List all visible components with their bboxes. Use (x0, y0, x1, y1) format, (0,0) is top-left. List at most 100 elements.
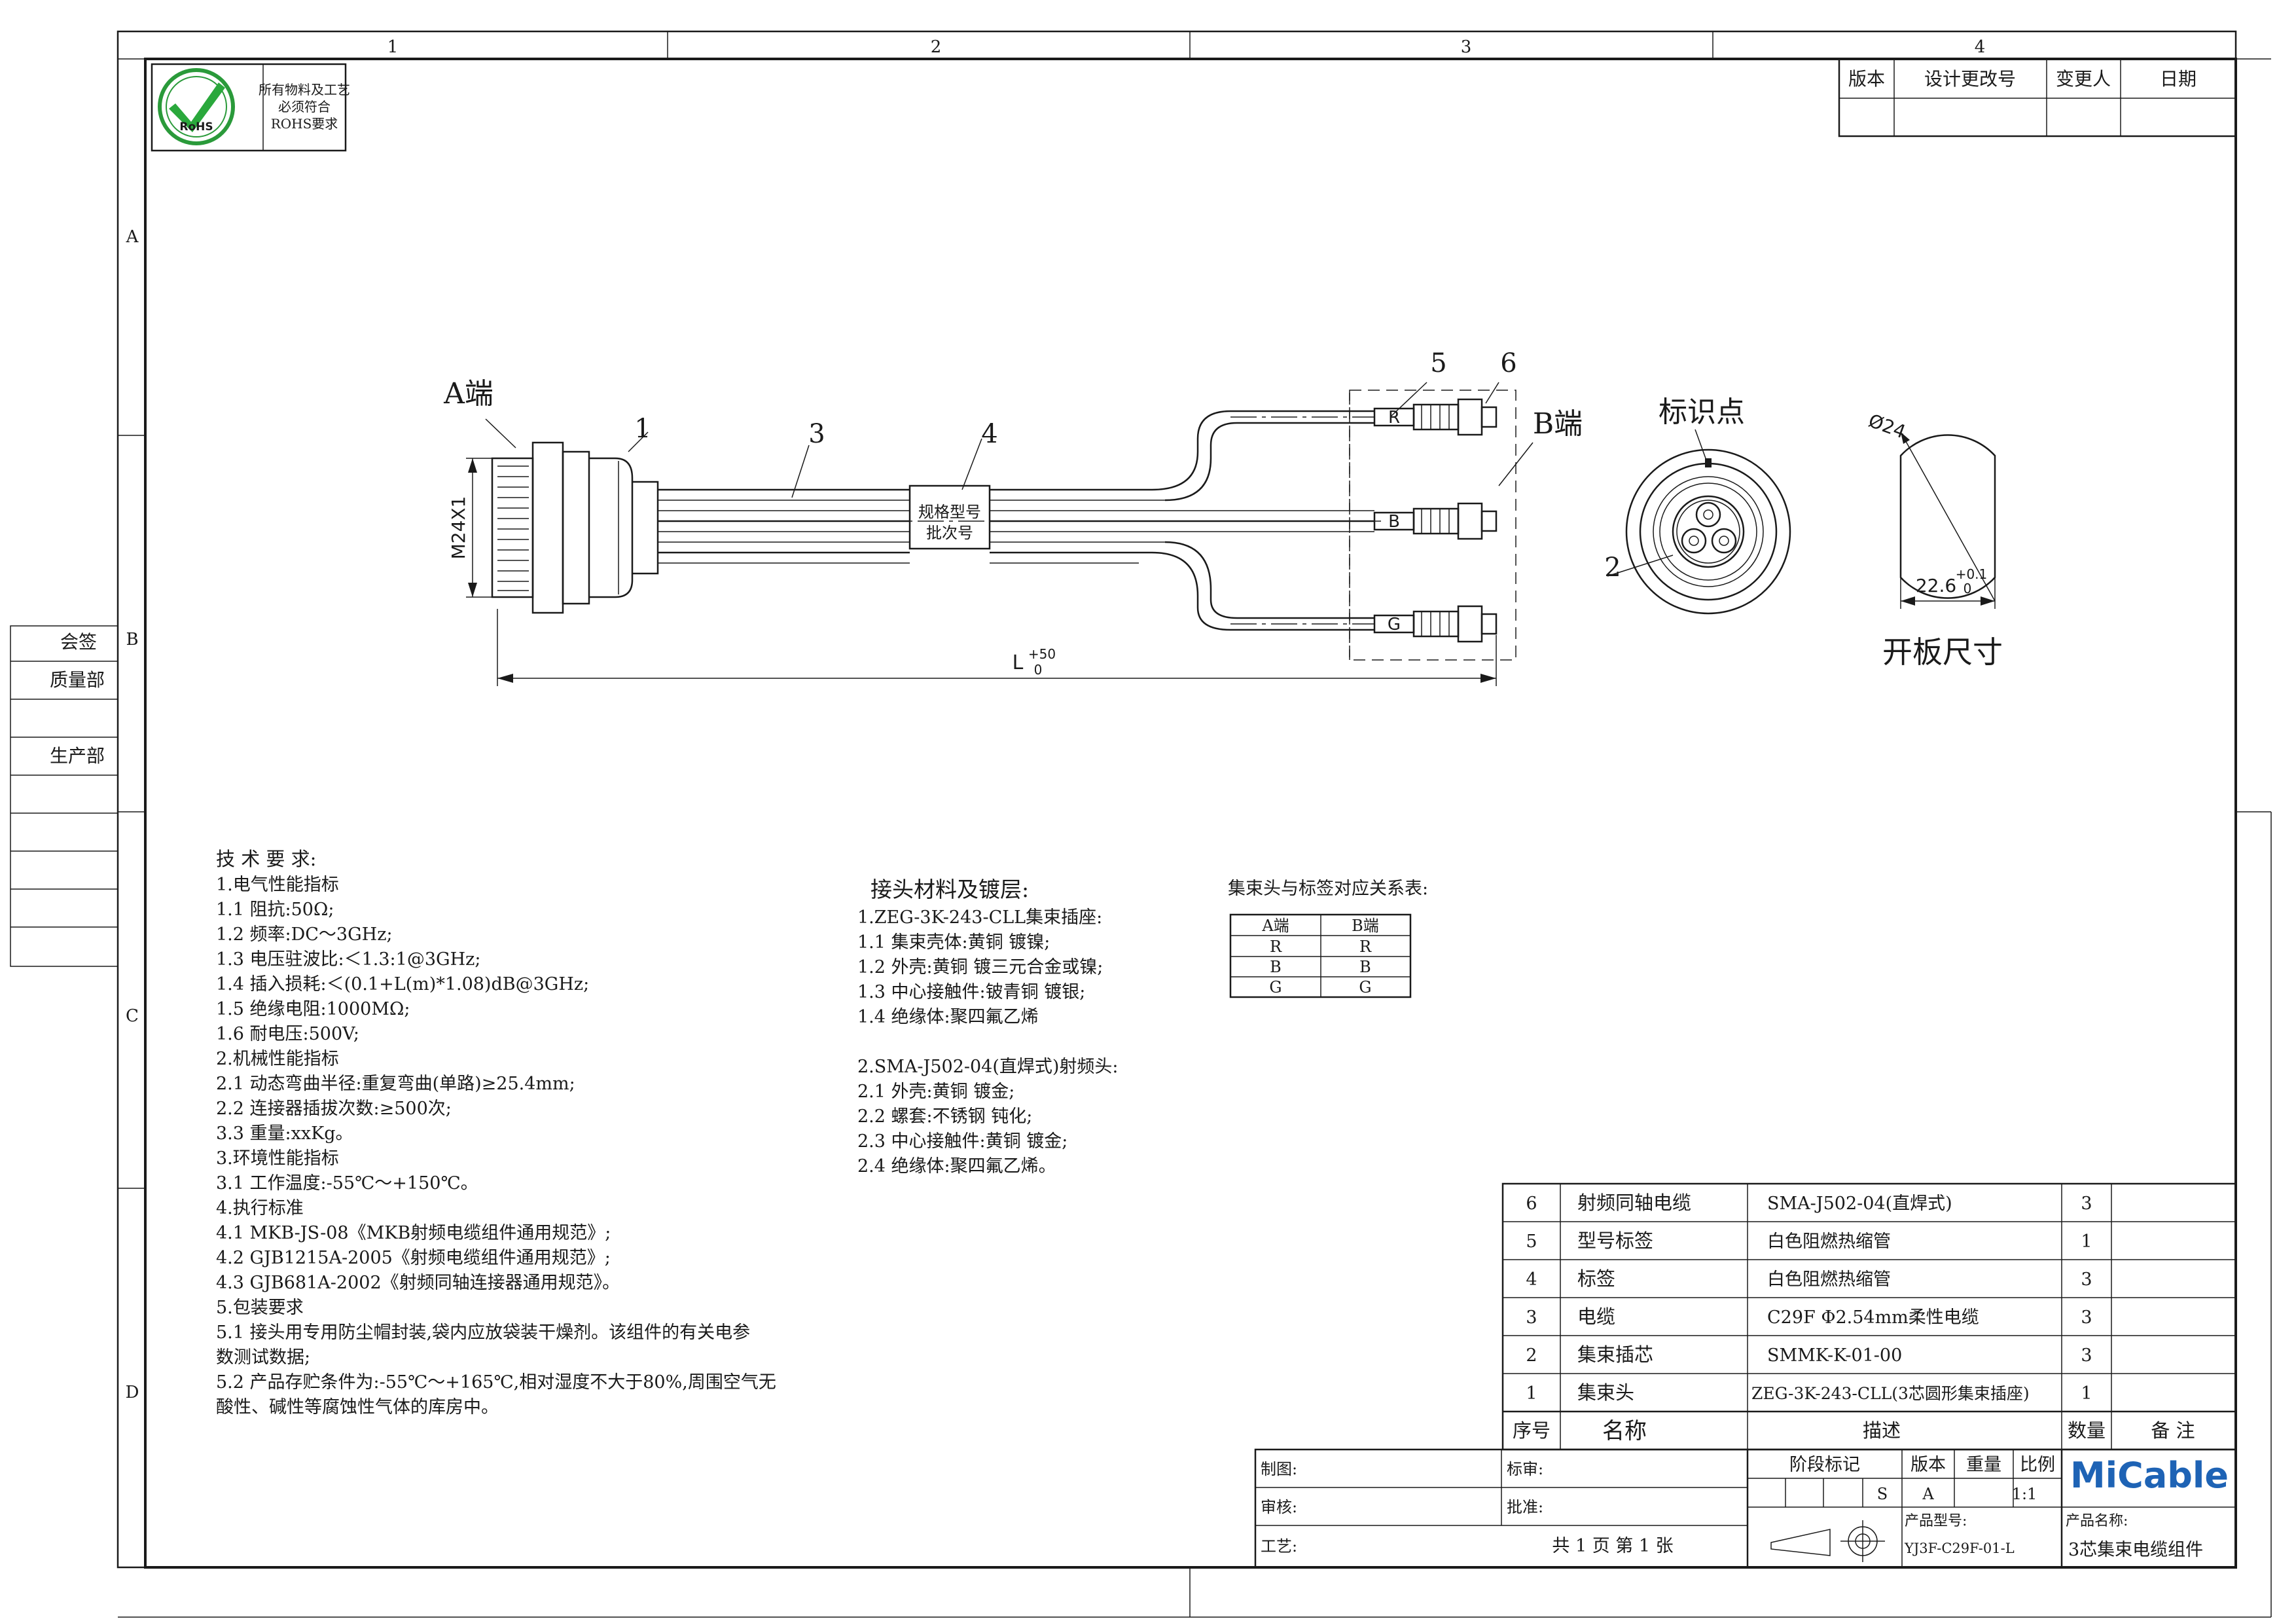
mapping-cell: R (1270, 938, 1282, 956)
sleeve-label-line-2: 批次号 (926, 524, 973, 542)
tb-stage-s: S (1877, 1485, 1888, 1503)
mapping-cell: G (1269, 978, 1282, 996)
row-label-b: B (126, 630, 138, 649)
tech-req-line: 5.1 接头用专用防尘帽封装,袋内应放袋装干燥剂。该组件的有关电参 (216, 1322, 750, 1343)
tb-scale-value: 1:1 (2012, 1485, 2037, 1503)
panel-cutout-label: 开板尺寸 (1882, 634, 2003, 670)
bom-desc: SMA-J502-04(直焊式) (1767, 1194, 1952, 1214)
revision-header-change-no: 设计更改号 (1924, 68, 2016, 90)
panel-cutout-view (1899, 431, 1996, 609)
sign-row-production: 生产部 (50, 745, 105, 767)
col-label-3: 3 (1461, 37, 1472, 57)
revision-table (1838, 58, 2237, 137)
bom-qty: 3 (2081, 1307, 2092, 1328)
rohs-note-line-2: 必须符合 (278, 99, 331, 115)
tb-weight-label: 重量 (1966, 1455, 2001, 1475)
col-label-1: 1 (387, 37, 399, 57)
revision-header-version: 版本 (1848, 68, 1885, 90)
projection-symbol-icon (1770, 1520, 1885, 1562)
tb-page-count: 共 1 页 第 1 张 (1552, 1536, 1673, 1556)
mapping-cell: B (1270, 958, 1282, 976)
tech-req-line: 4.1 MKB-JS-08《MKB射频电缆组件通用规范》; (216, 1223, 611, 1243)
tech-req-line: 4.2 GJB1215A-2005《射频电缆组件通用规范》; (216, 1248, 611, 1268)
tb-product-name: 3芯集束电缆组件 (2068, 1540, 2203, 1560)
bom-no: 6 (1526, 1194, 1537, 1214)
mapping-header-b: B端 (1352, 917, 1379, 935)
bom-header-note: 备 注 (2151, 1419, 2195, 1442)
thread-dimension: M24X1 (448, 496, 469, 560)
tb-version-label: 版本 (1910, 1455, 1946, 1475)
col-label-4: 4 (1975, 37, 1986, 57)
bom-no: 1 (1526, 1383, 1537, 1404)
tech-req-line: 2.2 连接器插拔次数:≥500次; (216, 1099, 452, 1119)
panel-flat-tol-upper: +0.1 (1956, 566, 1988, 582)
wire-letter-g: G (1388, 615, 1401, 634)
tech-req-line: 3.环境性能指标 (216, 1148, 339, 1169)
revision-header-changer: 变更人 (2056, 68, 2111, 90)
bom-name: 集束头 (1577, 1381, 1634, 1404)
bom-header-qty: 数量 (2068, 1419, 2106, 1442)
bom-desc: 白色阻燃热缩管 (1767, 1269, 1891, 1290)
materials-line: 1.4 绝缘体:聚四氟乙烯 (857, 1007, 1039, 1027)
bom-no: 4 (1526, 1269, 1537, 1290)
panel-flat: 22.6 (1916, 575, 1956, 596)
bom-header-name: 名称 (1602, 1418, 1647, 1444)
title-block (1254, 1448, 2237, 1569)
mapping-cell: B (1359, 958, 1371, 976)
tech-req-line: 2.1 动态弯曲半径:重复弯曲(单路)≥25.4mm; (216, 1074, 575, 1094)
tech-req-line: 3.3 重量:xxKg。 (216, 1123, 353, 1144)
callout-6: 6 (1500, 348, 1516, 378)
mapping-table (1229, 913, 1412, 998)
mapping-cell: G (1359, 978, 1371, 996)
bom-name: 射频同轴电缆 (1577, 1192, 1691, 1214)
tech-req-title: 技 术 要 求: (216, 848, 316, 870)
bom-name: 标签 (1577, 1267, 1615, 1290)
tb-version-value: A (1922, 1485, 1934, 1503)
length-tol-lower: 0 (1034, 662, 1043, 678)
rohs-note-line-3: ROHS要求 (271, 116, 338, 132)
sign-row-quality: 质量部 (50, 669, 105, 691)
col-label-2: 2 (931, 37, 942, 57)
materials-line: 1.1 集束壳体:黄铜 镀镍; (857, 932, 1050, 953)
bom-qty: 3 (2081, 1194, 2092, 1214)
materials-line: 1.ZEG-3K-243-CLL集束插座: (857, 907, 1102, 928)
tb-product-no: YJ3F-C29F-01-L (1904, 1541, 2015, 1556)
tech-req-line: 1.3 电压驻波比:＜1.3:1@3GHz; (216, 949, 480, 970)
tech-req-line: 1.6 耐电压:500V; (216, 1024, 359, 1044)
tb-stage-mark: 阶段标记 (1789, 1455, 1860, 1475)
row-label-d: D (126, 1383, 139, 1402)
tech-req-line: 3.1 工作温度:-55℃～+150℃。 (216, 1173, 478, 1194)
row-label-c: C (126, 1006, 139, 1026)
tech-req-line: 1.电气性能指标 (216, 875, 339, 895)
row-label-a: A (126, 227, 139, 247)
panel-diameter: Ø24 (1866, 410, 1909, 443)
tb-draw-label: 制图: (1261, 1460, 1297, 1478)
b-end-label: B端 (1533, 407, 1583, 441)
connector-front-view (1607, 429, 1791, 615)
bom-desc: C29F Φ2.54mm柔性电缆 (1767, 1307, 1979, 1328)
sleeve-label-line-1: 规格型号 (918, 503, 981, 521)
tb-product-name-label: 产品名称: (2066, 1513, 2128, 1529)
bom-desc: 白色阻燃热缩管 (1767, 1231, 1891, 1252)
rohs-logo-text: RoHS (179, 120, 213, 134)
marker-point-label: 标识点 (1659, 395, 1745, 429)
tech-req-line: 1.5 绝缘电阻:1000MΩ; (216, 999, 410, 1019)
tech-req-line: 2.机械性能指标 (216, 1049, 339, 1069)
bom-qty: 1 (2081, 1383, 2092, 1404)
materials-line: 2.1 外壳:黄铜 镀金; (857, 1082, 1014, 1102)
tech-req-lines: 1.电气性能指标 1.1 阻抗:50Ω; 1.2 频率:DC～3GHz; 1.3… (216, 875, 776, 1417)
bom-qty: 1 (2081, 1231, 2092, 1252)
mapping-header-a: A端 (1261, 917, 1289, 935)
tb-product-no-label: 产品型号: (1905, 1513, 1967, 1529)
materials-line: 2.SMA-J502-04(直焊式)射频头: (857, 1057, 1119, 1077)
cable-bundle (658, 410, 1381, 631)
bom-qty: 3 (2081, 1345, 2092, 1366)
bom-name: 型号标签 (1577, 1230, 1653, 1252)
callout-4: 4 (981, 419, 997, 449)
b-end-connectors (1373, 398, 1498, 643)
materials-line: 1.3 中心接触件:铍青铜 镀银; (857, 982, 1085, 1002)
tech-req-line: 1.4 插入损耗:＜(0.1+L(m)*1.08)dB@3GHz; (216, 974, 589, 994)
callout-3: 3 (808, 419, 825, 449)
tech-req-line: 数测试数据; (216, 1347, 310, 1368)
